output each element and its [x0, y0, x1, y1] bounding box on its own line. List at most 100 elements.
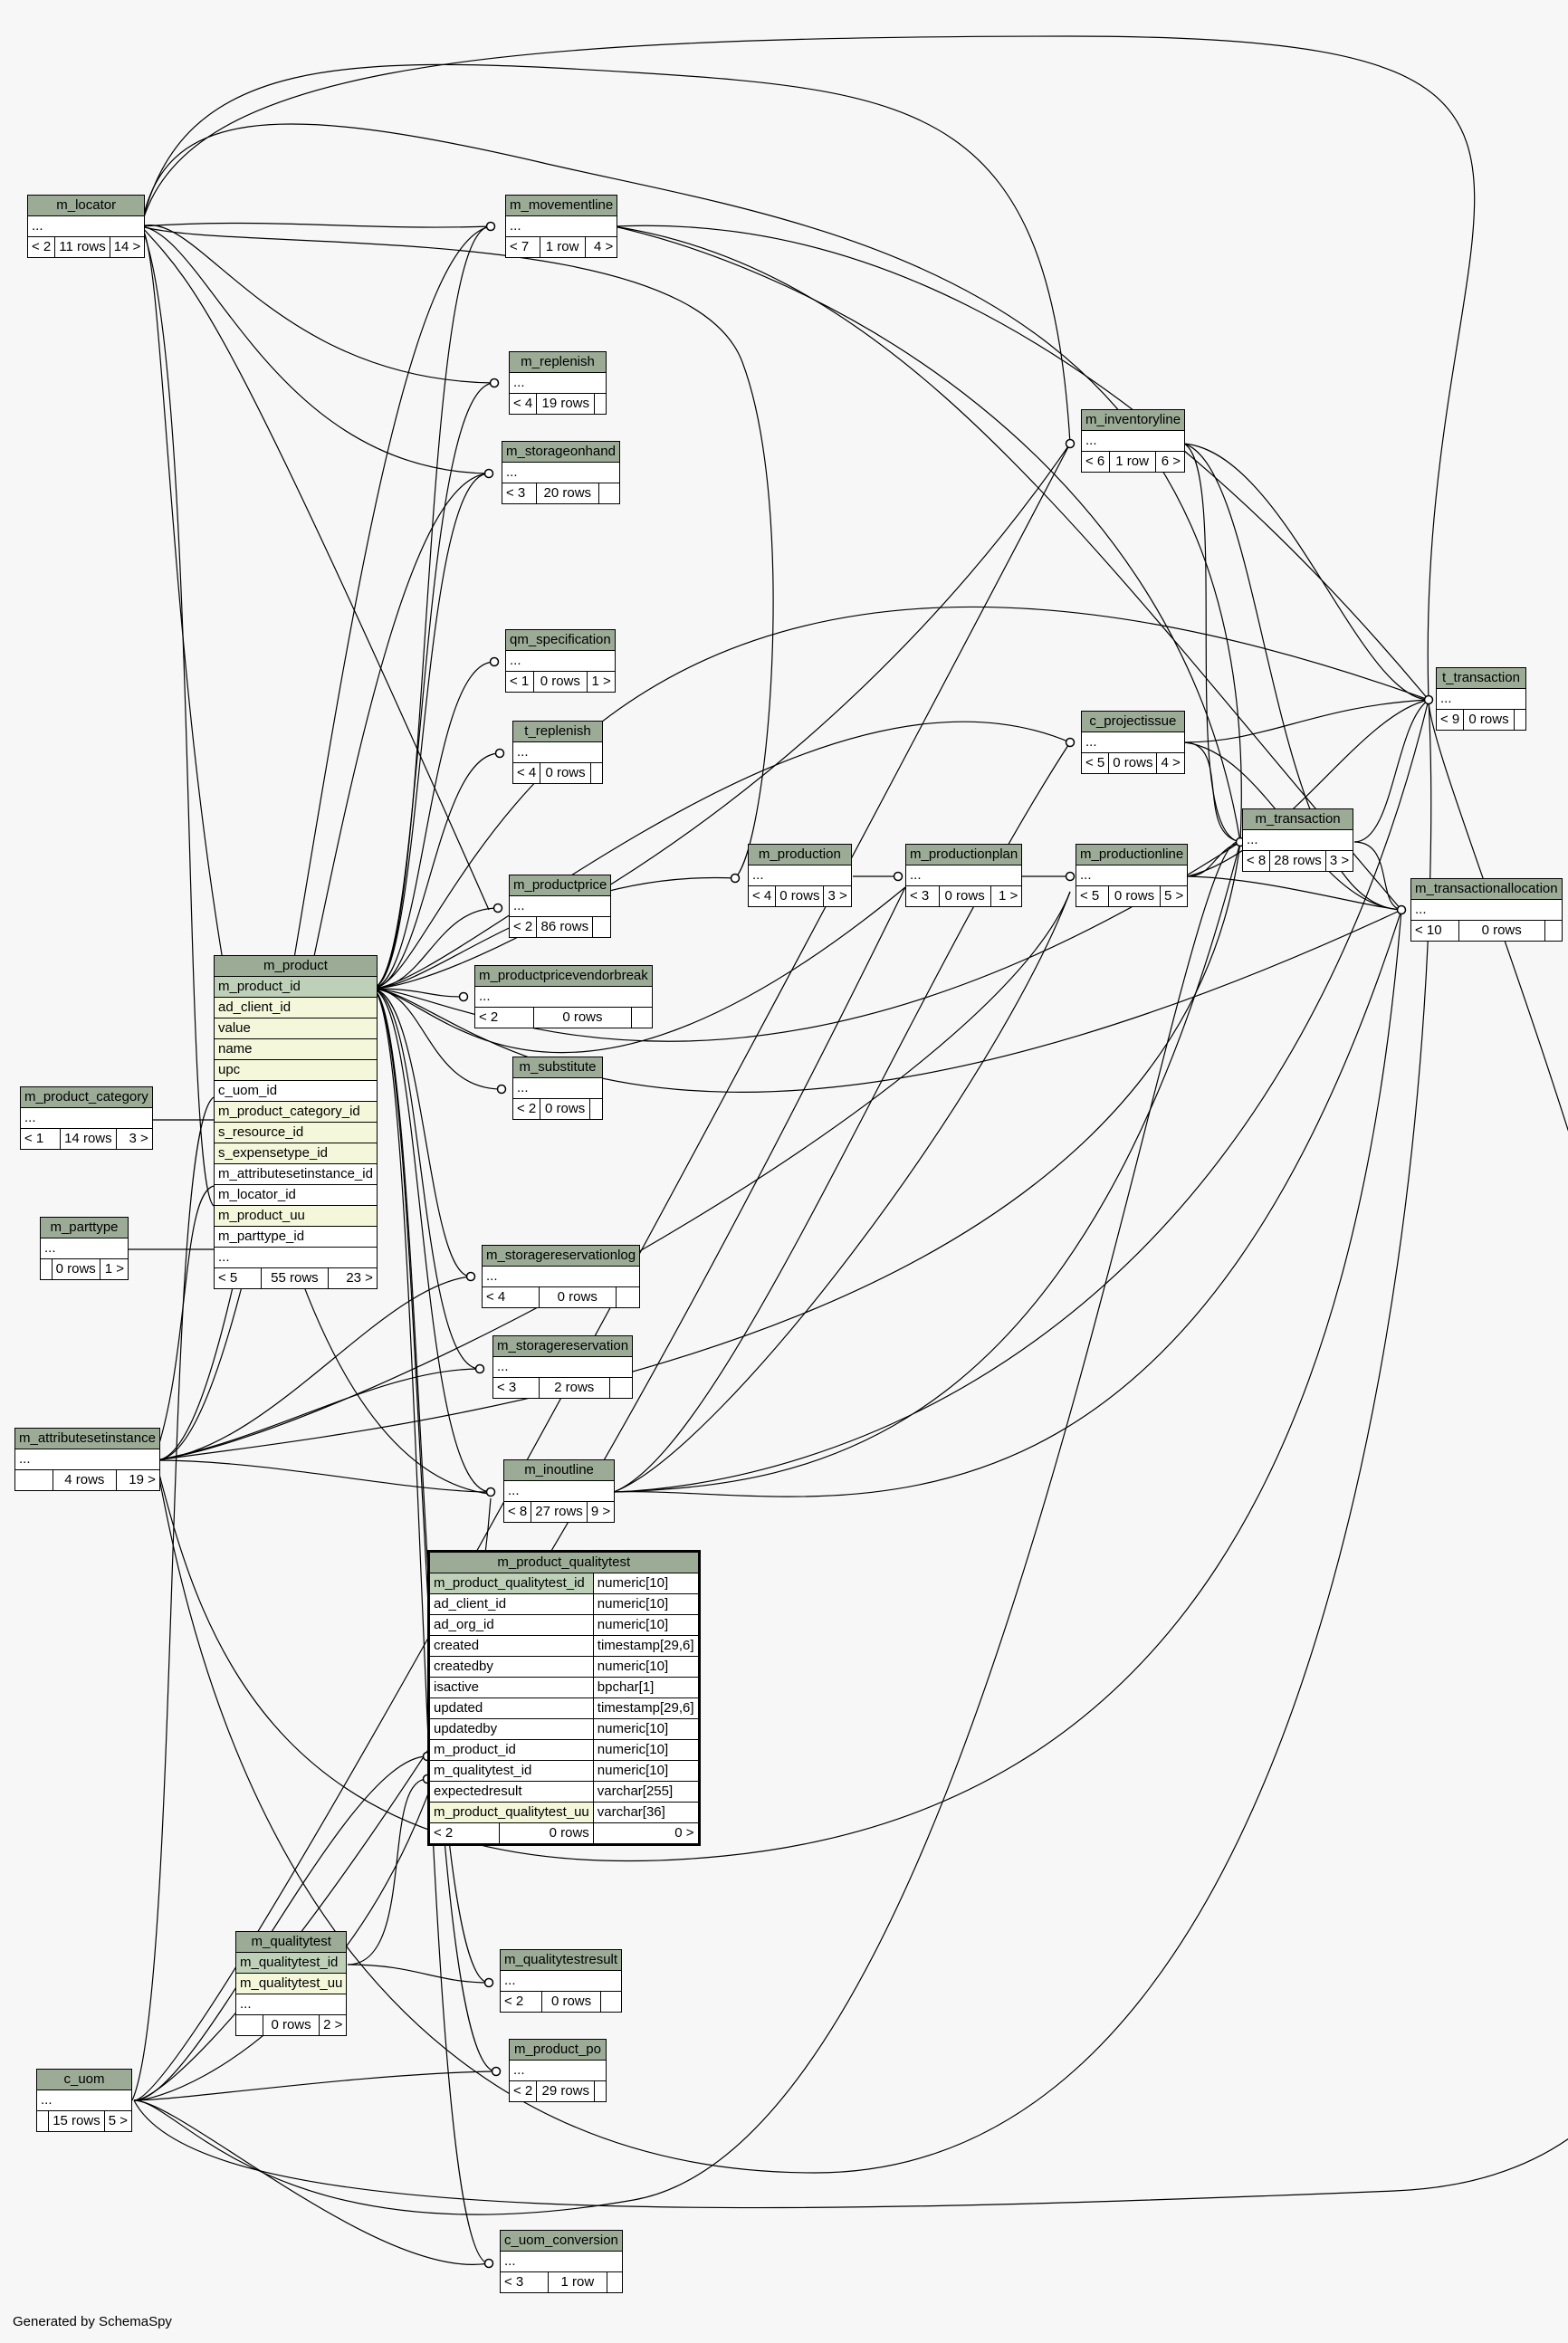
- child-count[interactable]: 0 >: [592, 1822, 700, 1845]
- child-count[interactable]: [594, 393, 607, 415]
- table-header[interactable]: m_productionplan: [904, 844, 1023, 865]
- table-header[interactable]: m_storagereservationlog: [481, 1245, 641, 1267]
- child-count[interactable]: [598, 483, 620, 504]
- child-count[interactable]: 1 >: [99, 1258, 129, 1280]
- parent-count[interactable]: < 2: [473, 1007, 535, 1028]
- child-count[interactable]: 23 >: [327, 1267, 378, 1289]
- child-count[interactable]: [608, 1377, 634, 1399]
- child-count[interactable]: 4 >: [1156, 752, 1185, 774]
- parent-count[interactable]: < 5: [213, 1267, 263, 1289]
- table-header[interactable]: m_product: [214, 955, 378, 977]
- child-count[interactable]: [589, 1098, 603, 1120]
- table-header[interactable]: m_productpricevendorbreak: [474, 965, 653, 987]
- table-header[interactable]: c_projectissue: [1081, 711, 1185, 732]
- child-count[interactable]: [592, 916, 612, 938]
- child-count[interactable]: 3 >: [115, 1128, 153, 1150]
- table-header[interactable]: m_production: [748, 844, 852, 865]
- table-header[interactable]: m_substitute: [512, 1057, 603, 1078]
- parent-count[interactable]: < 8: [502, 1501, 532, 1523]
- table-header[interactable]: m_productprice: [508, 875, 612, 896]
- child-count[interactable]: [594, 2080, 607, 2102]
- table-header[interactable]: c_uom: [36, 2069, 132, 2090]
- child-count[interactable]: 4 >: [584, 236, 618, 258]
- child-count[interactable]: 1 >: [586, 671, 616, 693]
- parent-count[interactable]: < 4: [512, 762, 541, 784]
- child-count[interactable]: 3 >: [1324, 850, 1354, 872]
- child-count[interactable]: [1544, 920, 1563, 942]
- table-header[interactable]: m_product_category: [20, 1086, 153, 1108]
- table-header[interactable]: m_inoutline: [502, 1459, 616, 1481]
- table-header[interactable]: m_productionline: [1075, 844, 1189, 865]
- parent-count[interactable]: < 1: [19, 1128, 62, 1150]
- child-count[interactable]: 1 >: [990, 885, 1023, 907]
- child-count[interactable]: [589, 762, 604, 784]
- child-count[interactable]: 6 >: [1154, 451, 1186, 473]
- parent-count[interactable]: < 4: [508, 393, 538, 415]
- parent-count[interactable]: < 3: [492, 1377, 540, 1399]
- parent-count[interactable]: < 9: [1435, 709, 1465, 731]
- parent-count[interactable]: < 2: [508, 2080, 538, 2102]
- table-header[interactable]: m_transaction: [1241, 808, 1354, 830]
- child-count[interactable]: [1513, 709, 1527, 731]
- parent-count[interactable]: < 4: [747, 885, 777, 907]
- child-count[interactable]: 9 >: [586, 1501, 616, 1523]
- parent-count[interactable]: < 2: [427, 1822, 501, 1845]
- parent-count[interactable]: < 5: [1080, 752, 1110, 774]
- parent-count[interactable]: < 6: [1081, 451, 1110, 473]
- parent-count[interactable]: < 2: [26, 236, 56, 258]
- parent-count[interactable]: [35, 2110, 50, 2132]
- parent-count[interactable]: < 3: [905, 885, 940, 907]
- parent-count[interactable]: < 7: [505, 236, 540, 258]
- table-header[interactable]: m_qualitytestresult: [499, 1949, 623, 1971]
- parent-count[interactable]: < 2: [512, 1098, 541, 1120]
- child-count[interactable]: [607, 2271, 623, 2293]
- parent-count[interactable]: < 4: [482, 1286, 540, 1308]
- table-header[interactable]: c_uom_conversion: [500, 2230, 623, 2252]
- child-count[interactable]: [615, 1286, 641, 1308]
- table-header[interactable]: m_attributesetinstance: [14, 1428, 160, 1449]
- parent-count[interactable]: < 8: [1241, 850, 1271, 872]
- child-count[interactable]: [599, 1991, 623, 2013]
- parent-count[interactable]: < 5: [1075, 885, 1110, 907]
- parent-count[interactable]: < 10: [1410, 920, 1459, 942]
- child-count[interactable]: 5 >: [103, 2110, 133, 2132]
- table-header[interactable]: t_transaction: [1436, 667, 1526, 689]
- table-header[interactable]: m_product_po: [509, 2039, 607, 2061]
- table-header[interactable]: m_movementline: [504, 195, 618, 216]
- parent-count[interactable]: [40, 1258, 53, 1280]
- child-count[interactable]: 2 >: [319, 2014, 348, 2036]
- table-header[interactable]: m_product_qualitytest: [428, 1551, 700, 1573]
- parent-count[interactable]: < 3: [502, 483, 537, 504]
- parent-count[interactable]: < 3: [500, 2271, 549, 2293]
- table-header[interactable]: m_parttype: [40, 1217, 129, 1238]
- table-header[interactable]: m_inventoryline: [1080, 409, 1186, 431]
